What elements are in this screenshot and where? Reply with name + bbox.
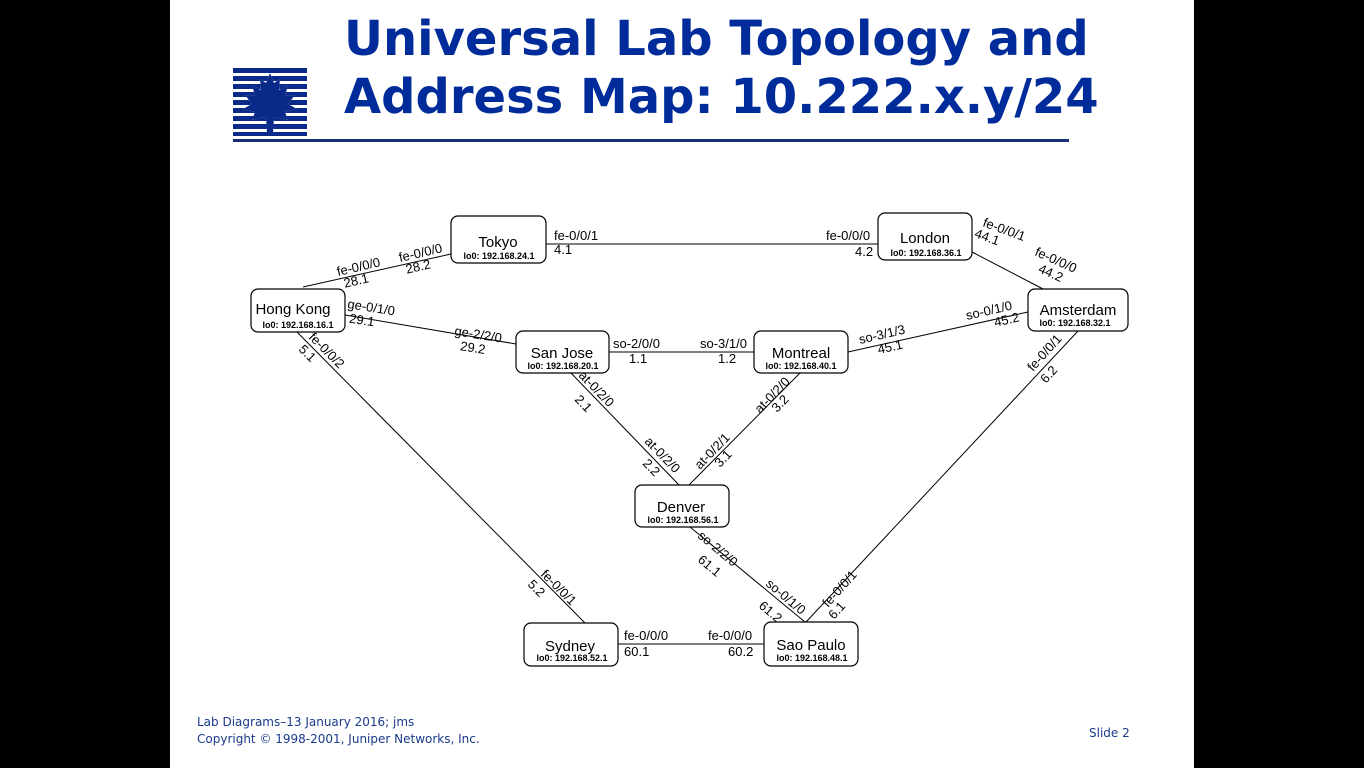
router-node-sanjose[interactable]: San Jose lo0: 192.168.20.1 (515, 330, 610, 374)
router-name: London (900, 230, 950, 247)
topology-diagram: fe-0/0/0 28.1 fe-0/0/0 28.2 fe-0/0/1 4.1… (250, 212, 1129, 667)
link-amsterdam-saopaulo (805, 330, 1079, 623)
router-node-london[interactable]: London lo0: 192.168.36.1 (877, 212, 973, 261)
router-name: Hong Kong (255, 301, 330, 318)
port-label: ge-0/1/0 29.1 (347, 296, 396, 330)
port-label: so-2/0/0 (613, 336, 660, 351)
slide: Universal Lab Topology and Address Map: … (170, 0, 1194, 768)
svg-text:at-0/2/0: at-0/2/0 (751, 374, 792, 416)
router-node-hongkong[interactable]: Hong Kong lo0: 192.168.16.1 (250, 288, 346, 333)
port-label: fe-0/0/1 44.1 (973, 215, 1028, 249)
port-label: so-3/1/0 (700, 336, 747, 351)
slide-title: Universal Lab Topology and Address Map: … (344, 10, 1144, 126)
port-label: fe-0/0/0 (624, 628, 668, 643)
port-label: 60.2 (728, 644, 753, 659)
router-name: Denver (657, 499, 705, 516)
port-label: 60.1 (624, 644, 649, 659)
svg-text:45.2: 45.2 (993, 309, 1021, 329)
router-loopback: lo0: 192.168.24.1 (463, 251, 534, 261)
link-montreal-amsterdam (847, 311, 1029, 353)
port-label: fe-0/0/0 (826, 228, 870, 243)
port-label: fe-0/0/0 44.2 (1033, 244, 1079, 285)
router-node-denver[interactable]: Denver lo0: 192.168.56.1 (634, 484, 730, 528)
router-node-amsterdam[interactable]: Amsterdam lo0: 192.168.32.1 (1027, 288, 1129, 332)
svg-text:29.2: 29.2 (459, 338, 486, 357)
router-loopback: lo0: 192.168.32.1 (1039, 318, 1110, 328)
link-denver-saopaulo (689, 526, 806, 623)
router-name: Tokyo (478, 234, 517, 251)
title-underline (233, 139, 1069, 142)
port-label: 1.1 (629, 351, 647, 366)
svg-text:29.1: 29.1 (348, 311, 375, 330)
router-node-sydney[interactable]: Sydney lo0: 192.168.52.1 (523, 622, 619, 667)
router-loopback: lo0: 192.168.36.1 (890, 248, 961, 258)
router-loopback: lo0: 192.168.16.1 (262, 320, 333, 330)
router-name: Sao Paulo (776, 637, 845, 654)
router-name: San Jose (531, 345, 594, 362)
router-loopback: lo0: 192.168.48.1 (776, 653, 847, 663)
links (296, 243, 1079, 645)
svg-text:ge-2/2/0: ge-2/2/0 (454, 323, 503, 345)
port-label: at-0/2/0 (751, 374, 792, 416)
svg-text:28.2: 28.2 (404, 256, 432, 276)
port-label: fe-0/0/0 28.1 (335, 254, 381, 290)
router-loopback: lo0: 192.168.20.1 (527, 361, 598, 371)
router-loopback: lo0: 192.168.52.1 (536, 653, 607, 663)
link-sanjose-denver (569, 371, 681, 487)
port-label: fe-0/0/1 (554, 228, 598, 243)
maple-leaf-logo-icon (233, 68, 307, 136)
footer: Lab Diagrams–13 January 2016; jms Copyri… (197, 714, 480, 748)
port-label: fe-0/0/0 28.2 (397, 240, 443, 276)
port-label: 1.2 (718, 351, 736, 366)
link-london-amsterdam (971, 251, 1046, 291)
port-label: 4.1 (554, 242, 572, 257)
svg-text:45.1: 45.1 (876, 337, 904, 357)
port-labels: fe-0/0/0 28.1 fe-0/0/0 28.2 fe-0/0/1 4.1… (296, 215, 1079, 659)
router-node-saopaulo[interactable]: Sao Paulo lo0: 192.168.48.1 (763, 621, 859, 667)
link-hongkong-sanjose (344, 314, 517, 345)
link-hongkong-sydney (296, 331, 587, 625)
port-label: ge-2/2/0 29.2 (454, 323, 503, 357)
footer-date: Lab Diagrams–13 January 2016; jms (197, 715, 415, 729)
title-line-2: Address Map: 10.222.x.y/24 (344, 69, 1099, 125)
port-label: 4.2 (855, 244, 873, 259)
router-node-montreal[interactable]: Montreal lo0: 192.168.40.1 (753, 330, 849, 374)
svg-text:28.1: 28.1 (342, 270, 370, 290)
svg-text:ge-0/1/0: ge-0/1/0 (347, 296, 396, 318)
link-montreal-denver (687, 372, 801, 487)
router-name: Sydney (545, 638, 596, 655)
port-label: fe-0/0/0 (708, 628, 752, 643)
title-line-1: Universal Lab Topology and (344, 11, 1089, 67)
port-label: so-0/1/0 45.2 (964, 298, 1021, 330)
router-name: Amsterdam (1040, 302, 1117, 319)
router-node-tokyo[interactable]: Tokyo lo0: 192.168.24.1 (450, 215, 547, 264)
router-name: Montreal (772, 345, 830, 362)
router-loopback: lo0: 192.168.40.1 (765, 361, 836, 371)
slide-number: Slide 2 (1089, 726, 1130, 740)
port-label: so-3/1/3 45.1 (857, 322, 906, 357)
router-loopback: lo0: 192.168.56.1 (647, 515, 718, 525)
link-hongkong-tokyo (302, 253, 452, 288)
footer-copyright: Copyright © 1998-2001, Juniper Networks,… (197, 732, 480, 746)
